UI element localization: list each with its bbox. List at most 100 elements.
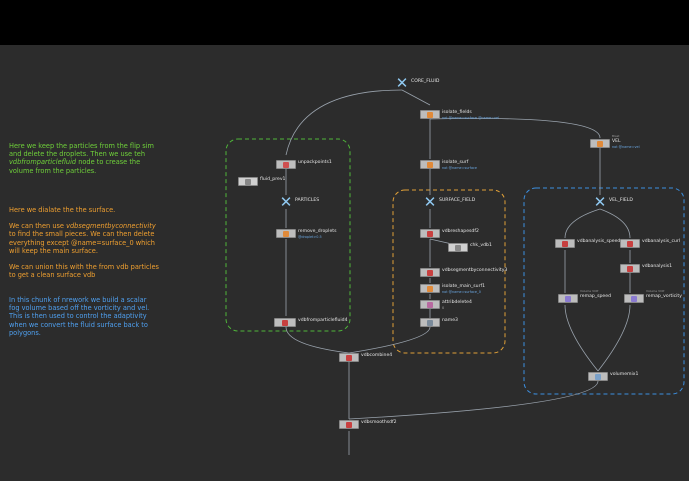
- note-green: Here we keep the particles from the flip…: [9, 142, 159, 175]
- vop-icon: [565, 296, 571, 302]
- node-isolate-surf-sub: not @name=surface: [442, 166, 478, 170]
- node-isolate-surf-label: isolate_surf: [442, 160, 469, 165]
- node-vdbanalysis-speed-label: vdbanalysis_speed: [577, 239, 621, 244]
- vdb-icon: [346, 355, 352, 361]
- attrib-icon: [427, 302, 433, 308]
- orange-network-box: [392, 189, 506, 354]
- x-icon: ✕: [423, 193, 437, 211]
- node-box: [620, 264, 640, 273]
- x-icon: ✕: [395, 74, 409, 92]
- node-vel-label: VEL: [612, 139, 621, 144]
- blue-network-box: [523, 187, 685, 395]
- node-box: [588, 372, 608, 381]
- node-box: [339, 353, 359, 362]
- x-icon: ✕: [593, 193, 607, 211]
- wire-core-to-fields: [401, 89, 431, 106]
- node-box: [420, 300, 440, 309]
- node-box: [420, 229, 440, 238]
- node-surface-field-label: SURFACE_FIELD: [439, 198, 476, 203]
- vdb-icon: [627, 266, 633, 272]
- vdb-icon: [427, 231, 433, 237]
- vdb-icon: [562, 241, 568, 247]
- node-box: [420, 110, 440, 119]
- node-box: [238, 177, 258, 186]
- node-box: [420, 160, 440, 169]
- wire-fields-to-vel: [429, 118, 601, 139]
- vdb-icon: [427, 270, 433, 276]
- wire-remapvort-to-mix: [597, 304, 631, 372]
- note-blue-text: In this chunk of nrework we build a scal…: [9, 296, 150, 337]
- node-vel-note: Blast: [612, 134, 620, 138]
- node-isolate-fields-label: isolate_fields: [442, 110, 472, 115]
- volume-icon: [595, 374, 601, 380]
- blast-icon: [283, 231, 289, 237]
- vdb-icon: [346, 422, 352, 428]
- node-vdbanalysis-curl-label: vdbanalysis_curl: [642, 239, 681, 244]
- node-volumemix-label: volumemix1: [610, 372, 639, 377]
- node-box: [420, 284, 440, 293]
- node-core-fluid-label: CORE_FLUID: [411, 79, 440, 84]
- note-orange-2a: We can then use: [9, 222, 67, 231]
- note-orange-2: We can then use vdbsegmentbyconnectivity…: [9, 222, 159, 255]
- wire-remapspeed-to-mix: [564, 304, 599, 372]
- node-box: [276, 229, 296, 238]
- network-editor[interactable]: Here we keep the particles from the flip…: [0, 45, 689, 481]
- node-attribdelete-sub: 0: [442, 306, 445, 310]
- blast-icon: [427, 112, 433, 118]
- node-chk-vdb-label: chk_vdb1: [470, 243, 492, 248]
- note-orange-2b: to find the small pieces. We can then de…: [9, 230, 155, 255]
- blast-icon: [597, 141, 603, 147]
- node-vdbreshapesdf-label: vdbreshapesdf2: [442, 229, 479, 234]
- note-orange: Here we dialate the the surface. We can …: [9, 206, 159, 287]
- node-isolate-fields-sub: not @name=surface @name=vel: [442, 116, 499, 120]
- note-blue: In this chunk of nrework we build a scal…: [9, 296, 159, 345]
- node-isolate-main-sub: not @name=surface_0: [442, 290, 481, 294]
- node-remap-vorticity-label: remap_vorticity: [646, 294, 682, 299]
- file-icon: [245, 179, 251, 185]
- node-box: [339, 420, 359, 429]
- node-vel-field-label: VEL_FIELD: [609, 198, 633, 203]
- file-icon: [455, 245, 461, 251]
- note-orange-1: Here we dialate the the surface.: [9, 206, 116, 214]
- node-vdbanalysis-label: vdbanalysis1: [642, 264, 673, 269]
- wire-vdbfp-to-combine: [285, 326, 350, 354]
- wire-name-to-combine: [348, 326, 431, 354]
- node-name-label: name3: [442, 318, 458, 323]
- node-box: [624, 294, 644, 303]
- network-wires: [225, 89, 685, 455]
- node-isolate-main-label: isolate_main_surf1: [442, 284, 486, 289]
- node-box: [420, 268, 440, 277]
- name-icon: [427, 320, 433, 326]
- node-box: [274, 318, 296, 327]
- vdb-icon: [627, 241, 633, 247]
- node-box: [590, 139, 610, 148]
- x-icon: ✕: [279, 193, 293, 211]
- note-green-tail: node to crease the volume from the parti…: [9, 158, 141, 175]
- blast-icon: [427, 286, 433, 292]
- node-particles-label: PARTICLES: [295, 198, 320, 203]
- vdb-icon: [282, 320, 288, 326]
- node-attribdelete-label: attribdelete4: [442, 300, 472, 305]
- node-remap-vorticity-note: Volume VOP: [646, 289, 665, 293]
- node-vel-sub: not @name=vel: [612, 145, 640, 149]
- wire-velfield-to-curl: [599, 208, 631, 239]
- node-box: [420, 318, 440, 327]
- wire-mix-to-smooth: [348, 380, 599, 420]
- node-remove-droplets-label: remove_droplets: [298, 229, 337, 234]
- blast-icon: [427, 162, 433, 168]
- node-box: [555, 239, 575, 248]
- node-remap-speed-note: Volume VOP: [580, 289, 599, 293]
- note-orange-3: We can union this with the from vdb part…: [9, 263, 159, 280]
- vop-icon: [631, 296, 637, 302]
- node-box: [558, 294, 578, 303]
- node-box: [276, 160, 296, 169]
- unpack-icon: [283, 162, 289, 168]
- note-green-text: Here we keep the particles from the flip…: [9, 142, 154, 159]
- wire-core-to-unpack: [285, 89, 403, 156]
- wire-velfield-to-speed: [564, 208, 601, 239]
- node-fluid-prev-label: fluid_prev1: [260, 177, 286, 182]
- node-box: [620, 239, 640, 248]
- node-vdbsegment-label: vdbsegmentbyconnectivity3: [442, 268, 508, 273]
- green-network-box: [225, 138, 351, 332]
